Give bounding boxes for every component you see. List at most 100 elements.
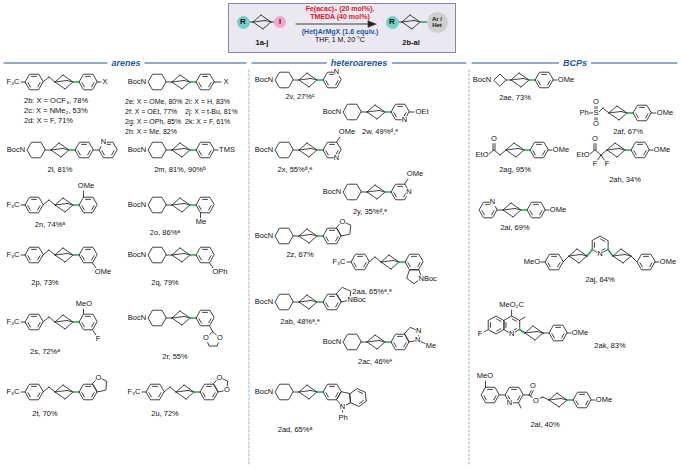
ring <box>196 197 214 213</box>
bond <box>367 111 379 113</box>
bond <box>377 342 385 349</box>
bond <box>86 199 91 200</box>
bond <box>516 150 524 157</box>
bond <box>200 213 201 218</box>
ring <box>275 142 293 158</box>
bond <box>533 151 535 155</box>
bond <box>28 206 30 210</box>
yield-label: 2i: X = H, 83% <box>185 98 230 105</box>
bond <box>562 334 564 338</box>
new-bond <box>190 317 196 319</box>
bond <box>569 255 581 257</box>
bond <box>506 80 511 81</box>
atom-label: O <box>593 98 600 106</box>
ring <box>79 314 97 330</box>
bond <box>484 396 486 400</box>
bond <box>530 211 532 215</box>
bond <box>67 204 73 206</box>
bond <box>93 330 97 335</box>
bond <box>49 77 55 82</box>
bond <box>299 392 309 399</box>
atom-label: OMe <box>549 206 566 214</box>
bond <box>203 312 208 313</box>
yield-label: 2h: X = Me, 82% <box>125 128 177 135</box>
bond <box>203 393 205 397</box>
bond <box>293 302 299 303</box>
bond <box>631 256 637 262</box>
bond <box>599 108 603 112</box>
atom-label: BocN <box>254 76 273 84</box>
bond <box>488 389 493 390</box>
bond <box>394 113 396 117</box>
arrow-head <box>368 21 376 27</box>
yield-label: 2u, 72% <box>151 410 179 418</box>
yield-label: 2z, 67% <box>286 251 313 259</box>
ring <box>25 314 43 330</box>
atom-label: O <box>216 374 223 382</box>
new-bond <box>190 81 196 83</box>
new-bond <box>608 250 613 257</box>
new-bond <box>399 261 405 263</box>
bond <box>210 263 214 268</box>
atom-label: OEt <box>415 108 429 116</box>
atom-label: X <box>102 78 108 86</box>
bond <box>347 262 351 263</box>
bond <box>86 249 91 250</box>
reaction-box: Fe(acac)₃ (20 mol%), TMEDA (40 mol%)(Het… <box>228 3 456 53</box>
bond <box>521 80 529 87</box>
bond <box>511 79 523 81</box>
atom-label: BocN <box>254 298 273 306</box>
yield-label: 2p, 73% <box>31 279 59 287</box>
bond <box>309 236 317 243</box>
atom-label: O <box>217 334 224 342</box>
bond <box>558 263 560 267</box>
bond <box>523 395 529 396</box>
bond <box>537 144 542 145</box>
atom-label: N <box>415 327 421 335</box>
bond <box>164 387 170 392</box>
bond <box>613 255 625 257</box>
bond <box>299 149 311 151</box>
bond <box>489 150 494 154</box>
bond <box>336 81 338 85</box>
new-bond <box>385 341 391 343</box>
bond <box>506 150 516 157</box>
atom-label: N <box>339 403 345 411</box>
bond <box>82 144 87 145</box>
bond <box>176 391 188 393</box>
new-bond <box>69 149 75 151</box>
bond <box>149 393 151 397</box>
bond <box>184 317 190 319</box>
bond <box>336 237 338 241</box>
new-bond <box>73 81 79 83</box>
bond <box>394 343 396 347</box>
bond <box>51 149 63 151</box>
atom-label: N <box>489 198 495 206</box>
bond <box>326 81 328 85</box>
yield-label: 2x, 55%ᵈ,ᵉ <box>278 166 313 174</box>
bond <box>576 401 578 405</box>
bond <box>361 112 367 113</box>
bond <box>184 254 190 256</box>
bond <box>569 256 579 263</box>
yield-label: 2ak, 83% <box>594 342 625 350</box>
atom-label: N <box>508 330 514 338</box>
bond <box>214 82 221 83</box>
yield-label: 2c: X = NMe₂, 53% <box>24 107 88 115</box>
yield-label: 2ad, 65%ᵃ <box>278 426 312 434</box>
new-bond <box>385 191 391 193</box>
bond <box>92 83 94 87</box>
atom-label: BocN <box>127 78 146 86</box>
ring <box>488 316 504 334</box>
yield-label: 2w, 49%ᵈ,ᵉ <box>362 128 398 136</box>
atom-label: MeO <box>523 258 540 266</box>
bond <box>540 211 542 215</box>
condition-text: THF, 1 M, 20 °C <box>315 36 365 44</box>
atom-label: OMe <box>94 268 111 276</box>
bond <box>549 399 561 401</box>
bond <box>393 261 399 263</box>
atom-label: OMe <box>571 329 588 337</box>
new-bond <box>73 321 79 323</box>
new-bond <box>73 204 79 206</box>
bond <box>299 150 309 157</box>
